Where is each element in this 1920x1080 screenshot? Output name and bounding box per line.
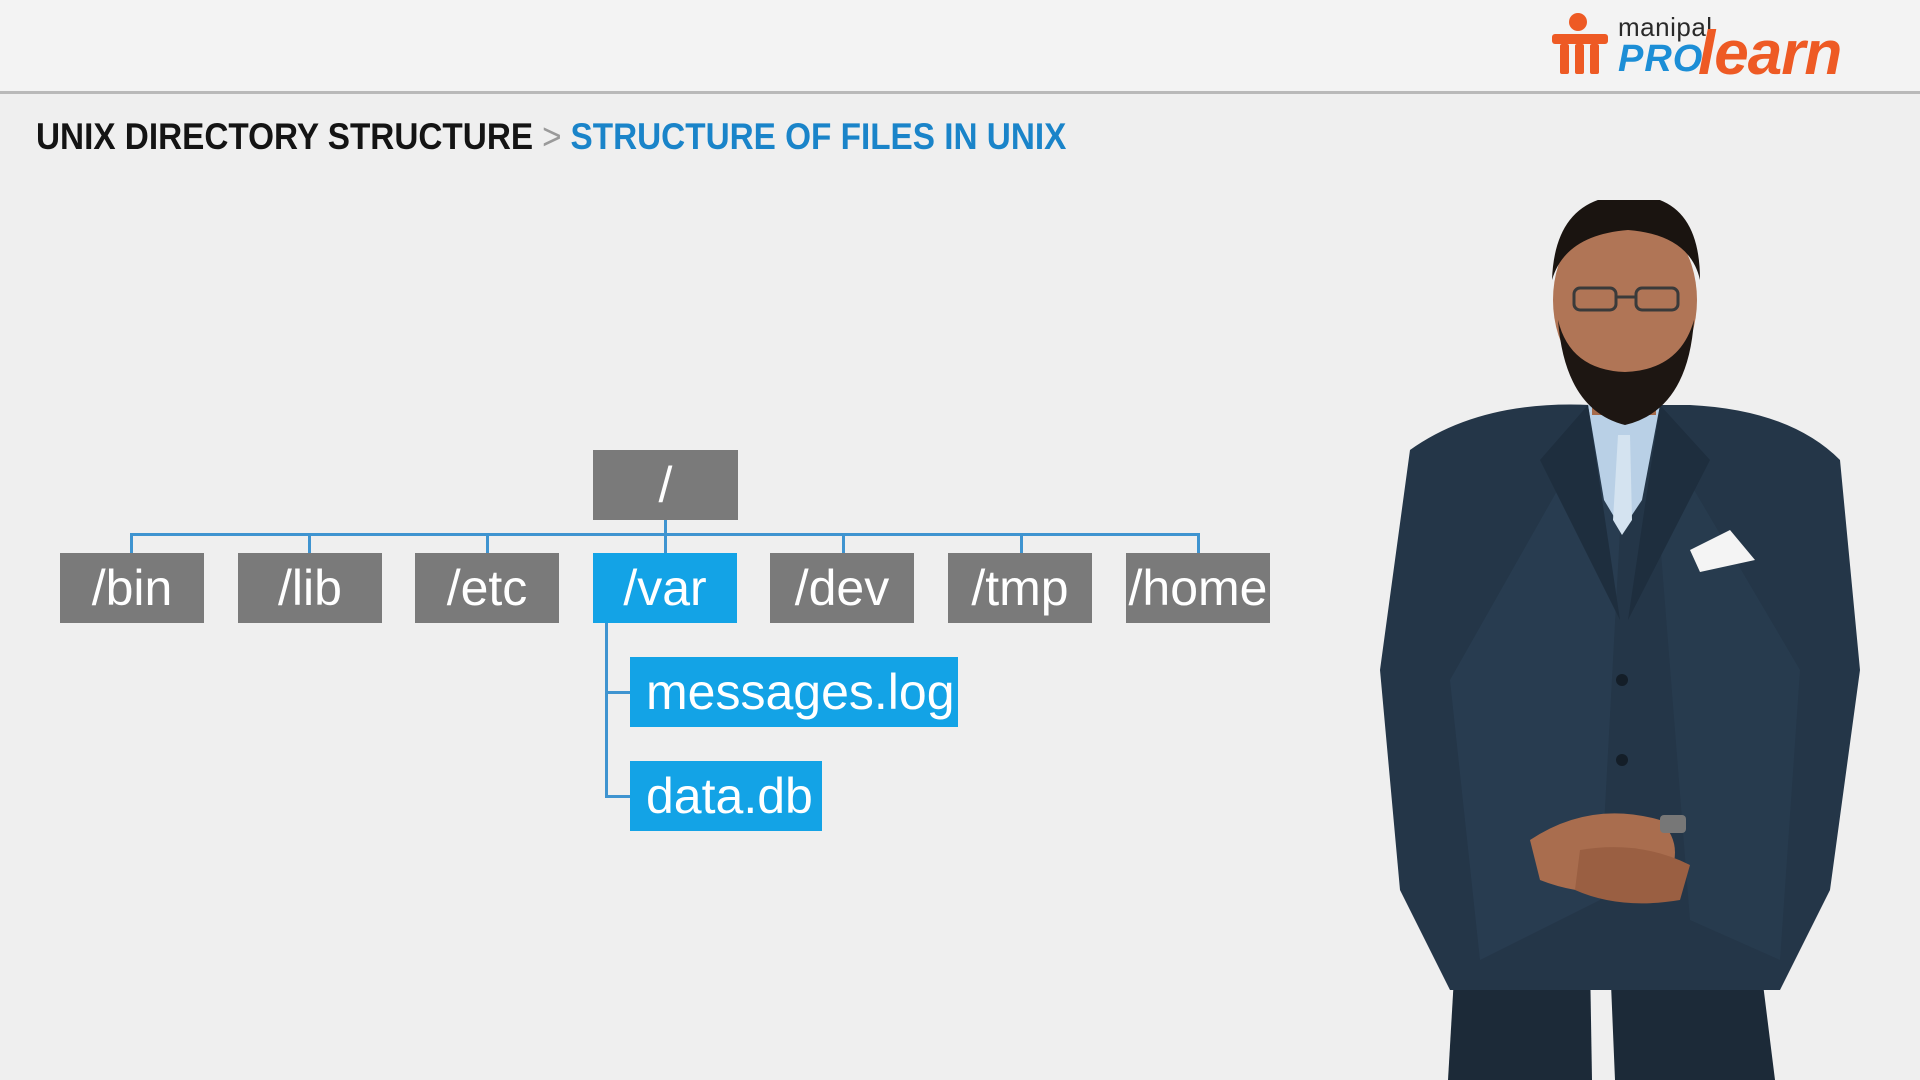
drop-dev [842, 533, 845, 553]
directory-node-bin: /bin [60, 553, 204, 623]
file-label-messages-log: messages.log [646, 664, 955, 720]
directory-node-home: /home [1126, 553, 1270, 623]
breadcrumb: UNIX DIRECTORY STRUCTURE>STRUCTURE OF FI… [36, 116, 1066, 164]
logo-learn-text: learn [1698, 19, 1842, 88]
directory-node-var: /var [593, 553, 737, 623]
directory-node-tmp: /tmp [948, 553, 1092, 623]
drop-home [1197, 533, 1200, 553]
directory-node-etc: /etc [415, 553, 559, 623]
branch-messages-log [605, 691, 630, 694]
file-node-data-db: data.db [630, 761, 822, 831]
directory-label-lib: /lib [278, 560, 342, 616]
header-divider [0, 91, 1920, 94]
file-node-messages-log: messages.log [630, 657, 958, 727]
drop-etc [486, 533, 489, 553]
directory-node-dev: /dev [770, 553, 914, 623]
branch-data-db [605, 795, 630, 798]
directory-label-etc: /etc [446, 560, 528, 616]
directory-label-var: /var [623, 560, 707, 616]
directory-label-home: /home [1128, 560, 1268, 616]
logo-pro-text: PRO [1618, 38, 1704, 80]
drop-bin [130, 533, 133, 553]
file-label-data-db: data.db [646, 768, 813, 824]
header-bar: manipal PRO learn [0, 0, 1920, 92]
root-directory-label: / [658, 457, 673, 513]
directory-label-tmp: /tmp [971, 560, 1069, 616]
directory-node-lib: /lib [238, 553, 382, 623]
presenter-figure [1380, 200, 1860, 1080]
var-children-connector [605, 623, 608, 798]
root-connector [664, 520, 667, 535]
directory-label-bin: /bin [91, 560, 173, 616]
drop-tmp [1020, 533, 1023, 553]
breadcrumb-parent: UNIX DIRECTORY STRUCTURE [36, 116, 534, 157]
logo-manipal-text: manipal [1618, 12, 1713, 42]
breadcrumb-current: STRUCTURE OF FILES IN UNIX [570, 116, 1067, 157]
logo-figure-icon [1552, 13, 1608, 74]
root-directory-node: / [593, 450, 738, 520]
drop-var [664, 533, 667, 553]
directory-label-dev: /dev [794, 560, 890, 616]
drop-lib [308, 533, 311, 553]
manipal-prolearn-logo: manipal PRO learn [1548, 8, 1898, 88]
breadcrumb-separator: > [542, 116, 562, 157]
